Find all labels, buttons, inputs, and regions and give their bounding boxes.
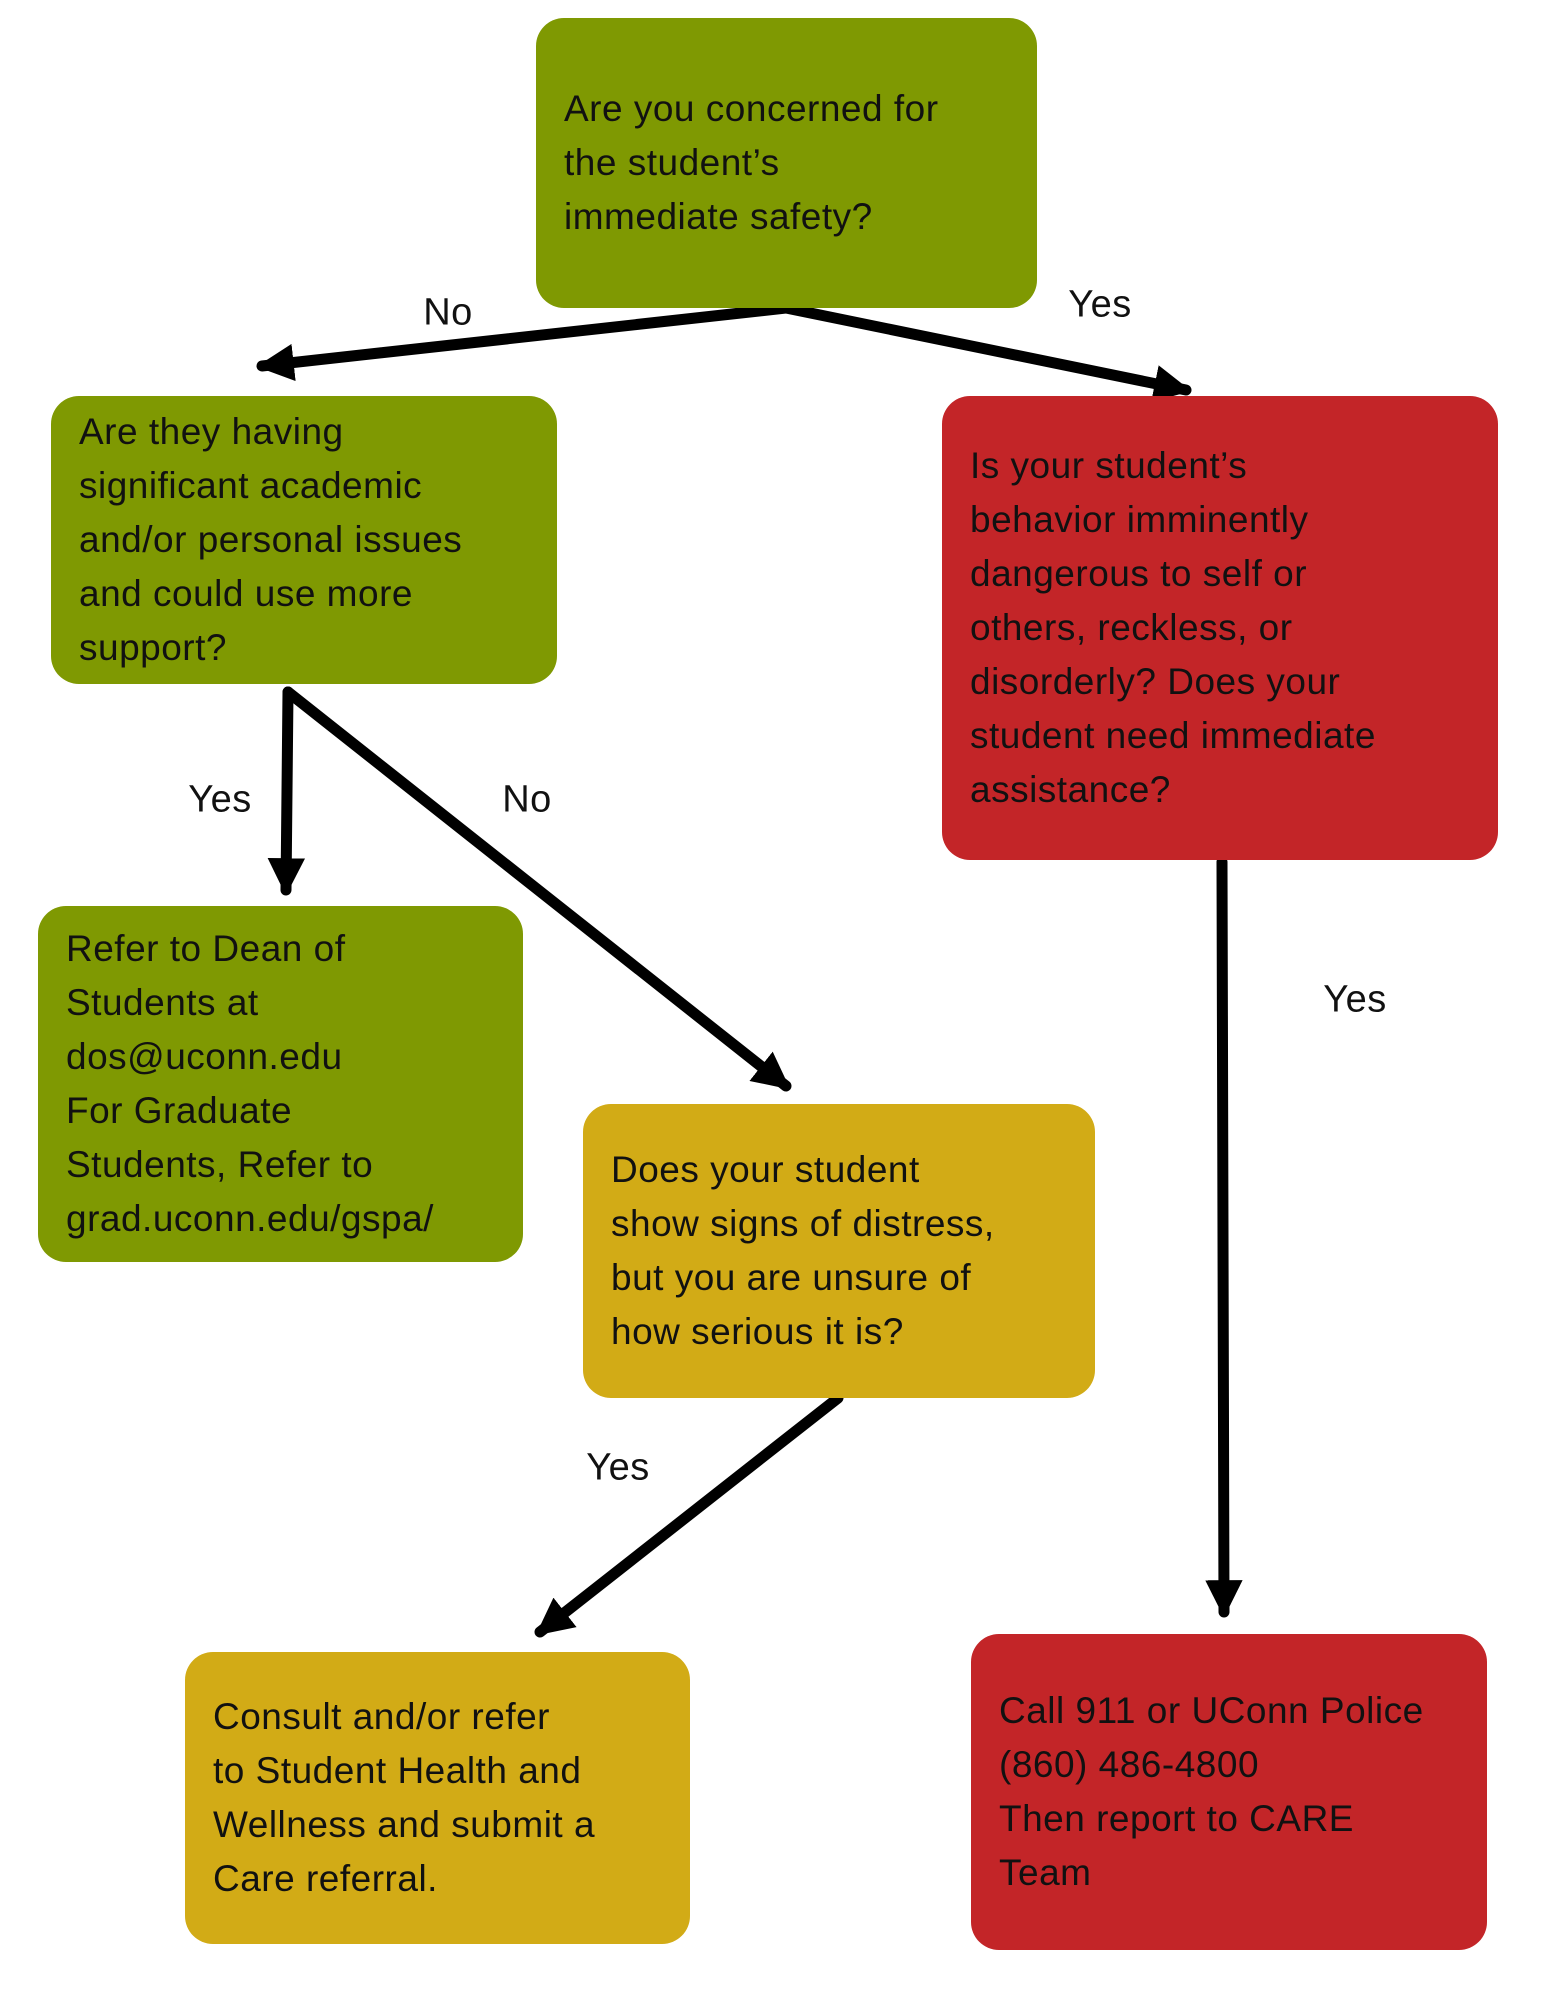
edge-label-no: No xyxy=(423,291,473,334)
edge-label-yes: Yes xyxy=(1323,978,1387,1021)
node-question-signs-of-distress: Does your student show signs of distress… xyxy=(583,1104,1095,1398)
node-action-consult-student-health: Consult and/or refer to Student Health a… xyxy=(185,1652,690,1944)
edge-label-yes: Yes xyxy=(586,1446,650,1489)
node-question-academic-personal-issues-text: Are they having significant academic and… xyxy=(79,411,463,668)
node-action-call-911-text: Call 911 or UConn Police (860) 486-4800 … xyxy=(999,1690,1424,1893)
node-question-imminently-dangerous: Is your student’s behavior imminently da… xyxy=(942,396,1498,860)
edge-label-yes: Yes xyxy=(1068,283,1132,326)
arrow-q2-yes-to-dean xyxy=(267,686,306,896)
node-question-immediate-safety-text: Are you concerned for the student’s imme… xyxy=(564,88,939,237)
arrow-distress-yes-to-consult xyxy=(534,1392,844,1638)
arrow-q1-no-to-q2 xyxy=(256,302,792,382)
node-question-immediate-safety: Are you concerned for the student’s imme… xyxy=(536,18,1037,308)
node-action-refer-dean-of-students-text: Refer to Dean of Students at dos@uconn.e… xyxy=(66,928,434,1239)
node-action-consult-student-health-text: Consult and/or refer to Student Health a… xyxy=(213,1696,596,1899)
node-action-refer-dean-of-students: Refer to Dean of Students at dos@uconn.e… xyxy=(38,906,523,1262)
node-question-academic-personal-issues: Are they having significant academic and… xyxy=(51,396,557,684)
arrow-q3-yes-to-call911 xyxy=(1205,856,1243,1618)
arrow-q2-no-to-distress xyxy=(282,686,792,1092)
edge-label-yes: Yes xyxy=(188,778,252,821)
node-question-imminently-dangerous-text: Is your student’s behavior imminently da… xyxy=(970,445,1376,810)
node-question-signs-of-distress-text: Does your student show signs of distress… xyxy=(611,1149,995,1352)
edge-label-no: No xyxy=(502,778,552,821)
arrow-q1-yes-to-q3 xyxy=(780,302,1192,402)
node-action-call-911: Call 911 or UConn Police (860) 486-4800 … xyxy=(971,1634,1487,1950)
